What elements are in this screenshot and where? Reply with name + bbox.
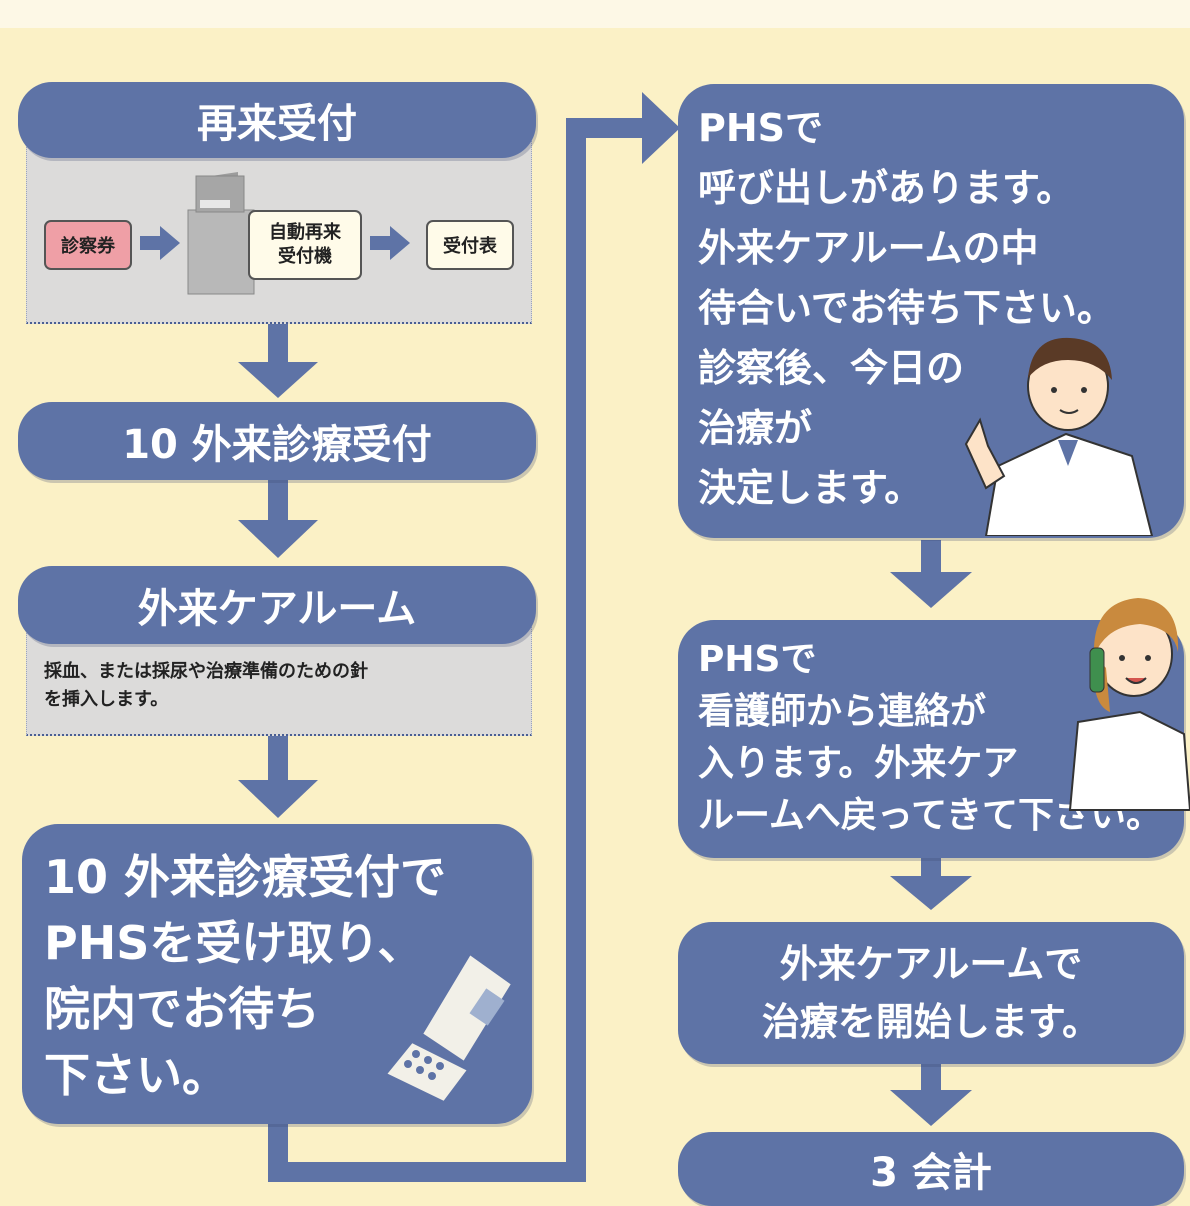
- step3-note-line2: を挿入します。: [44, 689, 169, 710]
- step2-title-text: 10 外来診療受付: [122, 422, 432, 468]
- step3-note: 採血、または採尿や治療準備のための針 を挿入します。: [44, 658, 520, 714]
- call-line4: 待合いでお待ち下さい。: [698, 286, 1115, 330]
- call-line6: 治療が: [698, 406, 813, 450]
- ticket-tag: 診察券: [44, 220, 132, 270]
- kiosk-machine-icon: [187, 172, 255, 295]
- step4-text: 10 外来診療受付で PHSを受け取り、 院内でお待ち 下さい。: [44, 844, 446, 1108]
- nurse-line1: PHSで: [698, 639, 817, 680]
- ticket-label: 診察券: [61, 236, 115, 257]
- step4-line2: PHSを受け取り、: [44, 916, 424, 970]
- step3-note-line1: 採血、または採尿や治療準備のための針: [44, 661, 368, 682]
- machine-label-2: 受付機: [278, 246, 332, 267]
- step3-title-text: 外来ケアルーム: [137, 586, 417, 632]
- call-line7: 決定します。: [698, 466, 923, 510]
- call-box: PHSで 呼び出しがあります。 外来ケアルームの中 待合いでお待ち下さい。 診察…: [678, 84, 1184, 538]
- call-line3: 外来ケアルームの中: [698, 226, 1039, 270]
- nurse-icon: [1068, 598, 1190, 811]
- call-text: PHSで 呼び出しがあります。 外来ケアルームの中 待合いでお待ち下さい。 診察…: [698, 98, 1115, 518]
- right-arrow-icon: [140, 226, 180, 260]
- call-line1: PHSで: [698, 106, 824, 150]
- treatment-line1: 外来ケアルームで: [779, 942, 1083, 986]
- nurse-line2: 看護師から連絡が: [698, 691, 987, 732]
- nurse-line3: 入ります。外来ケア: [698, 743, 1019, 784]
- step4-line1: 10 外来診療受付で: [44, 850, 447, 904]
- phs-phone-icon: [384, 952, 514, 1104]
- call-line2: 呼び出しがあります。: [698, 166, 1075, 210]
- nurse-text: PHSで 看護師から連絡が 入ります。外来ケア ルームへ戻ってきて下さい。: [698, 634, 1162, 842]
- call-line5: 診察後、今日の: [698, 346, 965, 390]
- receipt-tag: 受付表: [426, 220, 514, 270]
- step2-title: 10 外来診療受付: [18, 402, 536, 480]
- doctor-icon: [964, 337, 1154, 536]
- step3-title: 外来ケアルーム: [18, 566, 536, 644]
- treatment-box: 外来ケアルームで 治療を開始します。: [678, 922, 1184, 1064]
- top-band: [0, 0, 1190, 28]
- step4-line3: 院内でお待ち: [44, 982, 320, 1036]
- right-arrow-icon-2: [370, 226, 410, 260]
- step1-title: 再来受付: [18, 82, 536, 158]
- payment-title: 3 会計: [678, 1132, 1184, 1206]
- step1-title-text: 再来受付: [197, 101, 357, 147]
- step4-line4: 下さい。: [44, 1048, 228, 1102]
- receipt-label: 受付表: [443, 236, 497, 257]
- machine-tag: 自動再来 受付機: [248, 210, 362, 280]
- step4-box: 10 外来診療受付で PHSを受け取り、 院内でお待ち 下さい。: [22, 824, 532, 1124]
- treatment-line2: 治療を開始します。: [761, 1000, 1101, 1044]
- machine-label-1: 自動再来: [269, 222, 341, 243]
- payment-title-text: 3 会計: [870, 1150, 992, 1196]
